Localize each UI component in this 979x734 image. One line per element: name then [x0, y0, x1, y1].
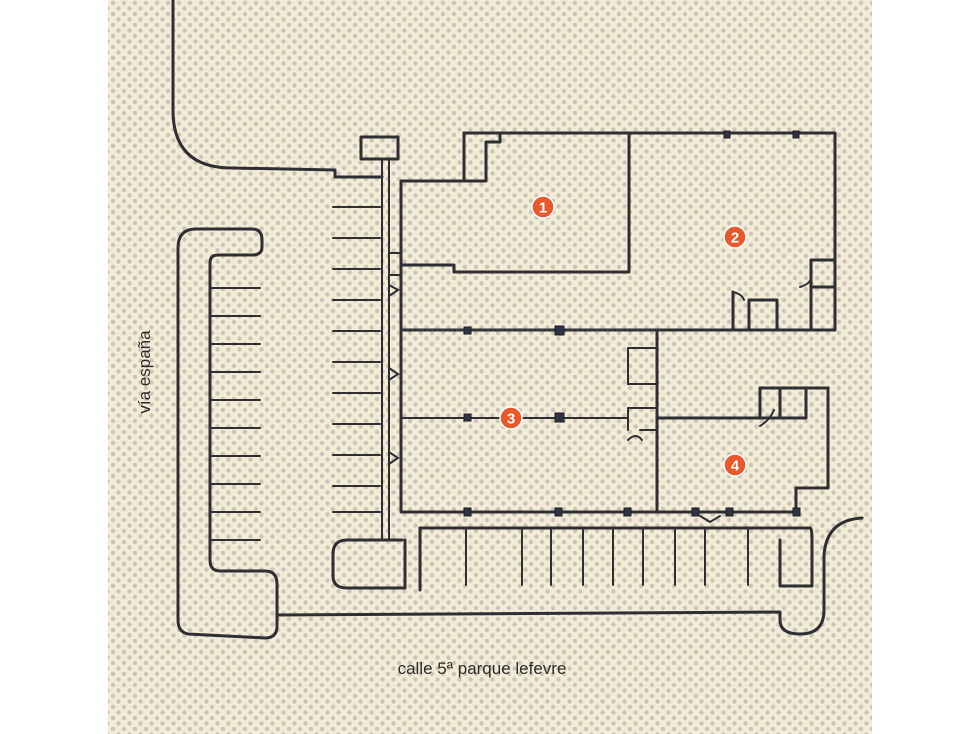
marker-2[interactable]: 2 — [723, 225, 747, 249]
marker-label: 1 — [539, 200, 547, 217]
space-3-east-details — [627, 347, 658, 431]
column — [691, 507, 700, 517]
marker-circle — [531, 195, 555, 219]
marker-3[interactable]: 3 — [499, 406, 523, 430]
door-swing — [699, 515, 721, 524]
marker-circle — [499, 406, 523, 430]
column — [554, 325, 565, 336]
parking-stalls-west — [211, 287, 261, 541]
marker-1[interactable]: 1 — [531, 195, 555, 219]
space-4-north-details — [758, 386, 808, 420]
column — [463, 413, 472, 422]
marker-4[interactable]: 4 — [723, 453, 747, 477]
road-curb-north — [171, 0, 384, 179]
column — [792, 507, 801, 517]
door-swing — [388, 367, 400, 381]
column — [623, 507, 632, 517]
marker-circle — [723, 225, 747, 249]
marker-label: 3 — [507, 411, 515, 428]
door-swing — [759, 409, 775, 427]
building-lower-outline — [399, 328, 830, 514]
parking-lot-south — [418, 526, 814, 588]
parking-island-south — [331, 538, 407, 590]
street-label-west: vía españa — [135, 330, 154, 414]
column — [723, 130, 731, 139]
column — [463, 507, 472, 517]
entrance-marks — [388, 252, 402, 465]
parking-stalls-south — [465, 529, 749, 586]
parking-island-west — [176, 227, 279, 640]
column — [725, 507, 734, 517]
marker-circle — [723, 453, 747, 477]
column-row — [463, 325, 801, 517]
column — [463, 326, 472, 335]
door-swing — [627, 435, 643, 441]
parking-stalls-center — [332, 206, 381, 513]
dot-texture — [108, 0, 872, 734]
column — [792, 130, 800, 139]
sign-box — [359, 135, 400, 161]
column — [554, 507, 563, 517]
door-swing — [732, 291, 745, 301]
space-1-boundary — [399, 131, 631, 274]
door-swing — [799, 277, 812, 288]
door-swing — [388, 284, 400, 297]
space-2-details — [731, 258, 837, 332]
road-curb-south — [275, 516, 864, 636]
column — [554, 412, 565, 423]
door-swing — [388, 451, 400, 465]
marker-label: 2 — [731, 230, 739, 247]
marker-label: 4 — [731, 458, 740, 475]
street-label-south: calle 5ª parque lefevre — [398, 659, 567, 678]
